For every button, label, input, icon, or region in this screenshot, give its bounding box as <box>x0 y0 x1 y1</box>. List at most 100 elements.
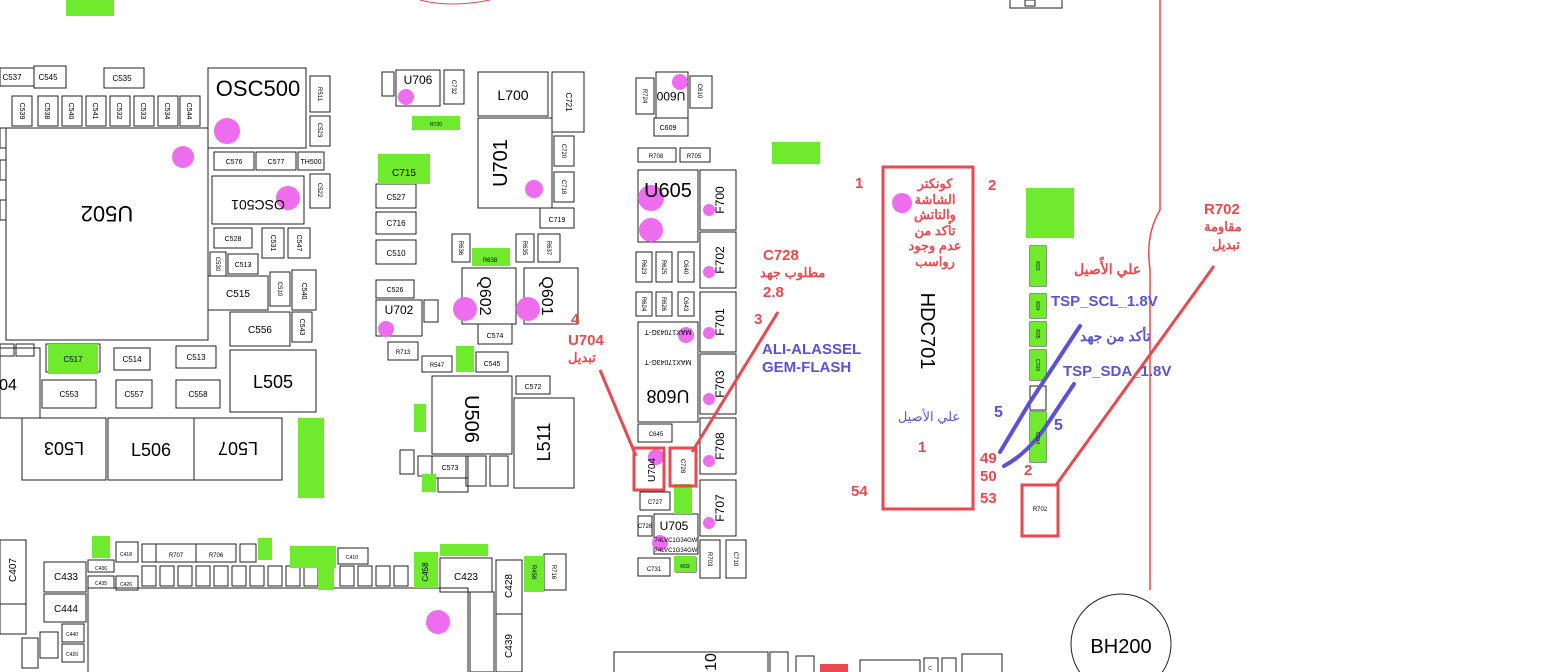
label-c540: C540 <box>67 103 74 120</box>
label-c514: C514 <box>122 355 142 364</box>
label-c510: C510 <box>276 282 282 297</box>
r702-action: تبديل <box>1212 237 1240 252</box>
label-r724: R724 <box>641 89 647 104</box>
label-c428: C428 <box>504 574 515 598</box>
label-c407: C407 <box>8 558 19 582</box>
label-r625: R625 <box>660 260 666 275</box>
label-num-3: 3 <box>754 311 763 328</box>
label-r635: R635 <box>521 241 527 256</box>
label-r713: R713 <box>396 350 411 356</box>
label-c645: C645 <box>649 432 664 438</box>
label-f707: F707 <box>713 494 727 522</box>
label-c439: C439 <box>504 634 515 658</box>
label-c715: C715 <box>392 168 416 179</box>
chip-mark-74lvc-2: 74LVC1G34GW <box>655 548 698 554</box>
label-r705: R705 <box>687 154 702 160</box>
label-f702: F702 <box>713 246 727 274</box>
connector-title: كونكتر الشاشة والتاتش تأكد من عدم وجود ر… <box>908 176 962 269</box>
label-c527: C527 <box>386 193 406 202</box>
label-c547: C547 <box>295 235 302 252</box>
label-osc501: OSC501 <box>231 197 285 213</box>
label-bottom-10: 10 <box>703 653 720 671</box>
label-c640: C640 <box>682 260 688 275</box>
label-l503: L503 <box>44 438 84 458</box>
label-r723: R23 <box>1034 261 1040 270</box>
label-c-bottom: C <box>928 666 932 672</box>
label-c577: C577 <box>268 159 285 166</box>
label-c609: C609 <box>660 125 677 132</box>
tsp-sda-label: TSP_SDA_1.8V <box>1063 363 1172 380</box>
label-c720: C720 <box>560 144 566 159</box>
label-c528: C528 <box>225 236 242 243</box>
label-c533: C533 <box>139 103 146 120</box>
label-c444: C444 <box>54 604 78 615</box>
label-c545: C545 <box>38 73 58 82</box>
label-osc500: OSC500 <box>216 76 300 101</box>
label-r725: R25 <box>1034 329 1040 338</box>
label-c522: C522 <box>316 183 322 198</box>
label-c517: C517 <box>63 355 83 364</box>
u704-action: تبديل <box>568 350 596 365</box>
label-u608: U608 <box>646 386 689 406</box>
label-c539: C539 <box>18 103 25 120</box>
label-hdc701: HDC701 <box>916 293 938 370</box>
label-c433: C433 <box>54 572 78 583</box>
label-c557: C557 <box>124 390 144 399</box>
label-c610: C610 <box>696 84 702 99</box>
label-l700: L700 <box>497 87 528 103</box>
ali-asel-connector: علي الأصيل <box>897 409 961 424</box>
u704-ref: U704 <box>568 332 604 349</box>
label-c545b: C545 <box>484 361 501 368</box>
label-r724b: R24 <box>1034 301 1040 310</box>
label-c541: C541 <box>91 103 98 120</box>
label-c731: C731 <box>647 567 662 573</box>
label-c732: C732 <box>450 80 456 95</box>
label-c436: C436 <box>95 566 107 572</box>
label-c537: C537 <box>2 73 22 82</box>
label-c573: C573 <box>442 465 459 472</box>
chip-mark-max17043-1: MAX17043G-T <box>644 328 691 335</box>
label-f700: F700 <box>713 186 727 214</box>
pin-49: 49 <box>980 450 997 467</box>
c728-required-voltage: مطلوب جهد <box>760 265 826 280</box>
label-u701: U701 <box>490 139 512 187</box>
pin-53: 53 <box>980 490 997 507</box>
label-num-4: 4 <box>571 311 580 328</box>
label-r623: R623 <box>640 260 646 275</box>
label-c643: C643 <box>682 297 688 312</box>
label-c458: C458 <box>421 562 430 582</box>
label-num-2-r702: 2 <box>1024 462 1033 479</box>
label-r706: R706 <box>209 553 224 559</box>
label-r708: R708 <box>649 154 664 160</box>
label-c556: C556 <box>248 325 272 336</box>
label-th500: TH500 <box>300 159 321 166</box>
label-bh200: BH200 <box>1090 636 1151 658</box>
label-c423: C423 <box>454 572 478 583</box>
label-r626: R626 <box>660 297 666 312</box>
chip-mark-max17043-2: MAX17043G-T <box>644 358 691 365</box>
pin-1-middle: 1 <box>918 439 927 456</box>
brand-gem-flash: GEM-FLASH <box>762 359 852 376</box>
label-c410: C410 <box>346 555 358 561</box>
label-c532: C532 <box>115 103 122 120</box>
label-u706: U706 <box>404 73 433 87</box>
label-u605: U605 <box>644 180 692 202</box>
label-q601: Q601 <box>538 276 555 315</box>
label-c718: C718 <box>560 180 566 195</box>
label-l505: L505 <box>253 372 293 392</box>
chip-mark-74lvc-1: 74LVC1G34GW <box>655 538 698 544</box>
label-c574: C574 <box>487 333 504 340</box>
label-l506: L506 <box>131 440 171 460</box>
label-c721: C721 <box>564 92 573 112</box>
label-c504: 04 <box>0 377 17 394</box>
label-c543: C543 <box>298 319 305 336</box>
label-r702: R702 <box>1033 507 1048 513</box>
label-r716: R716 <box>550 565 556 580</box>
label-c704: C704 <box>1034 432 1040 444</box>
label-u705: U705 <box>660 519 689 533</box>
label-c530: C530 <box>214 257 220 272</box>
r702-description: مقاومة <box>1204 219 1242 234</box>
verify-voltage-label: تأكد من جهد <box>1080 328 1151 344</box>
